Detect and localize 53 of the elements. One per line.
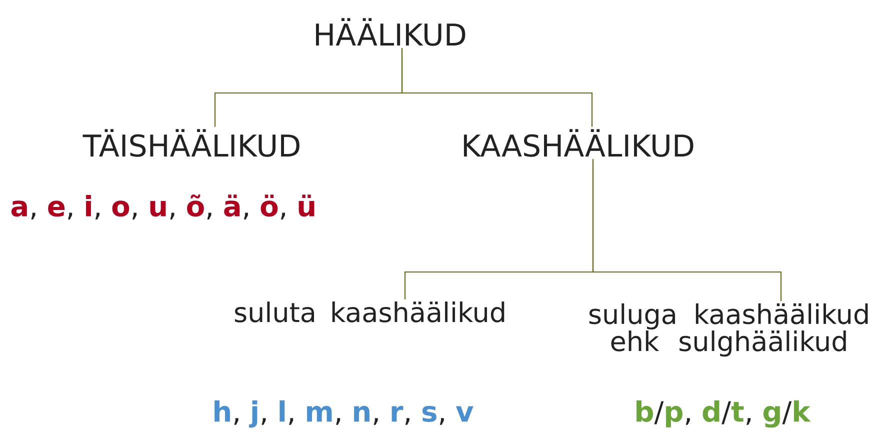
label: ,: [95, 212, 100, 220]
label: s: [422, 406, 436, 422]
label: ,: [170, 212, 174, 220]
label: ,: [746, 418, 751, 425]
label: i: [86, 194, 91, 216]
label: j: [249, 400, 258, 428]
label: ,: [31, 212, 36, 220]
tree-line: [401, 48, 593, 127]
label: v: [456, 406, 474, 422]
letter-list: b/p, d/t, g/k: [636, 400, 811, 428]
label: ,: [374, 418, 378, 425]
label: ,: [262, 418, 266, 425]
label: ,: [132, 212, 136, 220]
subcategory-label: suluta kaashäälikud: [234, 302, 504, 322]
label: k: [794, 400, 811, 422]
letter-list: a, e, i , o, u , õ, ä, ö, ü: [11, 194, 314, 220]
label: ,: [207, 212, 212, 220]
category-label: KAASHÄÄLIKUD: [464, 129, 694, 157]
label: ,: [440, 418, 444, 425]
label: o: [112, 200, 130, 217]
label: ,: [280, 212, 285, 220]
heading: HÄÄLIKUD: [316, 18, 466, 46]
label: a: [11, 200, 27, 217]
label: r: [392, 406, 404, 422]
label: õ: [187, 194, 204, 217]
label: ,: [68, 212, 72, 220]
label: ä: [224, 194, 240, 217]
label: ü: [298, 194, 314, 217]
label: e: [48, 200, 65, 217]
label: d: [702, 400, 720, 422]
label: /: [654, 401, 664, 424]
label: t: [731, 402, 744, 422]
label: n: [354, 406, 370, 422]
label: h: [214, 400, 230, 422]
category-label: TÄISHÄÄLIKUD: [82, 129, 300, 157]
label: g: [763, 406, 780, 428]
label: p: [666, 406, 682, 428]
label: ö: [260, 194, 278, 217]
label: ,: [336, 418, 340, 425]
label: ,: [244, 212, 248, 220]
label: ,: [405, 418, 410, 425]
subcategory-label: suluga kaashäälikud ehk sulghäälikud: [589, 303, 868, 357]
label: ,: [289, 418, 294, 425]
label: /: [722, 401, 731, 424]
label: m: [307, 406, 332, 422]
label: ,: [686, 418, 690, 425]
label: l: [280, 400, 285, 422]
letter-list: h, j , l , m, n, r, s, v: [214, 400, 474, 428]
label: /: [782, 401, 792, 424]
label: ,: [234, 418, 238, 425]
label: b: [636, 400, 653, 422]
label: u: [150, 200, 166, 217]
tree-line: [592, 159, 782, 302]
